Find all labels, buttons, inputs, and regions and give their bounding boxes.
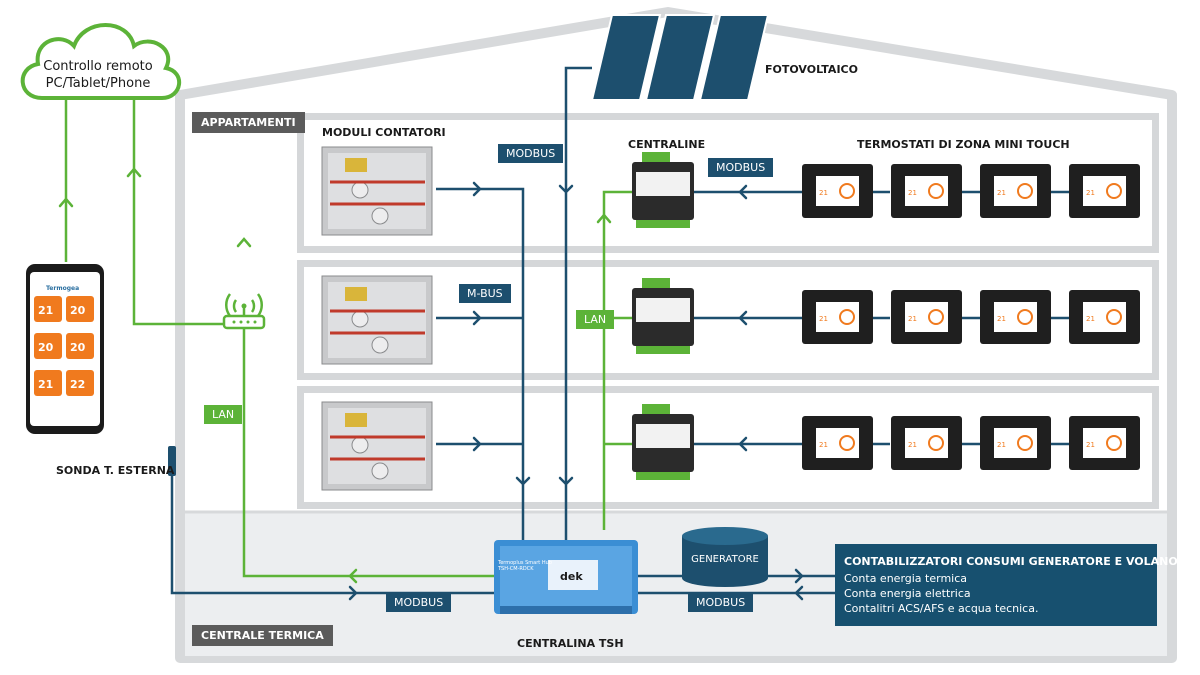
consumption-item: Conta energia elettrica: [844, 587, 971, 600]
thermostat-icon: 21: [891, 164, 962, 218]
green-arrows: [58, 167, 612, 584]
thermostat-icons: 21 21 21 21 21 21 21 21 21 21 21 21: [802, 164, 1140, 470]
controllers-label: CENTRALINE: [628, 138, 706, 151]
modbus-tag-bottom-right: MODBUS: [688, 593, 754, 612]
consumption-item: Contalitri ACS/AFS e acqua tecnica.: [844, 602, 1039, 615]
meter-modules-label: MODULI CONTATORI: [322, 126, 446, 139]
consumption-meters-title: CONTABILIZZATORI CONSUMI GENERATORE E VO…: [844, 555, 1178, 568]
controller-icon: [632, 404, 694, 480]
thermostat-display: 21: [997, 315, 1006, 323]
meter-module-icons: [321, 146, 433, 491]
phone-tile: 20: [70, 341, 86, 354]
consumption-item: Conta energia termica: [844, 572, 968, 585]
modbus-tag-top: MODBUS: [498, 144, 564, 163]
remote-control-label: Controllo remoto PC/Tablet/Phone: [30, 58, 166, 92]
thermostat-display: 21: [819, 315, 828, 323]
smartphone-icon: Termogea 21 20 20 20 21 22: [26, 264, 104, 434]
lan-tag-router: LAN: [204, 405, 243, 424]
phone-tile: 20: [38, 341, 54, 354]
solar-panels: [590, 14, 770, 101]
thermostat-display: 21: [997, 189, 1006, 197]
thermostat-icon: 21: [802, 290, 873, 344]
thermostat-display: 21: [819, 189, 828, 197]
central-hub-label: CENTRALINA TSH: [517, 637, 624, 650]
thermostat-icon: 21: [1069, 290, 1140, 344]
thermostat-display: 21: [819, 441, 828, 449]
section-apartments: APPARTAMENTI: [192, 112, 305, 133]
phone-tile: 22: [70, 378, 85, 391]
cloud-icon: [20, 23, 182, 100]
thermostat-icon: 21: [1069, 164, 1140, 218]
consumption-meters-box: CONTABILIZZATORI CONSUMI GENERATORE E VO…: [835, 544, 1178, 626]
thermostat-display: 21: [908, 315, 917, 323]
controller-icons: [632, 152, 694, 480]
phone-tile: 21: [38, 304, 53, 317]
external-probe-label: SONDA T. ESTERNA: [56, 464, 175, 477]
phone-app-name: Termogea: [46, 285, 79, 292]
phone-tile: 20: [70, 304, 86, 317]
thermostat-display: 21: [908, 189, 917, 197]
remote-control-line2: PC/Tablet/Phone: [45, 76, 151, 91]
modbus-tag-bottom-left: MODBUS: [386, 593, 452, 612]
remote-control-line1: Controllo remoto: [43, 59, 153, 74]
hub-model-line2: TSH-CM-RDCK: [498, 566, 534, 572]
hub-brand-logo: dek: [560, 570, 583, 583]
thermostat-icon: 21: [891, 290, 962, 344]
central-hub-icon: [494, 540, 638, 614]
thermostat-icon: 21: [802, 416, 873, 470]
thermostat-display: 21: [1086, 189, 1095, 197]
thermostat-display: 21: [1086, 315, 1095, 323]
generator-label: GENERATORE: [691, 554, 759, 565]
temperature-probe-icon: [168, 446, 176, 476]
blue-arrows: [348, 181, 804, 601]
section-heating-plant: CENTRALE TERMICA: [192, 625, 333, 646]
thermostat-icon: 21: [1069, 416, 1140, 470]
meter-module-icon: [321, 275, 433, 365]
mbus-tag: M-BUS: [459, 284, 511, 303]
meter-module-icon: [321, 146, 433, 236]
wifi-router-icon: [222, 293, 266, 330]
controller-icon: [632, 152, 694, 228]
hub-model-line1: Termoplus Smart Hub: [498, 560, 552, 566]
photovoltaic-label: FOTOVOLTAICO: [765, 63, 858, 76]
hub-model-text: Termoplus Smart Hub TSH-CM-RDCK: [498, 560, 552, 572]
thermostat-display: 21: [997, 441, 1006, 449]
thermostat-icon: 21: [980, 290, 1051, 344]
thermostat-icon: 21: [980, 416, 1051, 470]
controller-icon: [632, 278, 694, 354]
lan-tag-controllers: LAN: [576, 310, 615, 329]
thermostats-label: TERMOSTATI DI ZONA MINI TOUCH: [857, 138, 1070, 151]
phone-tile: 21: [38, 378, 53, 391]
thermostat-display: 21: [1086, 441, 1095, 449]
thermostat-icon: 21: [802, 164, 873, 218]
generator-tank-icon: [682, 527, 768, 587]
thermostat-icon: 21: [980, 164, 1051, 218]
thermostat-display: 21: [908, 441, 917, 449]
meter-module-icon: [321, 401, 433, 491]
modbus-tag-controllers: MODBUS: [708, 158, 774, 177]
thermostat-icon: 21: [891, 416, 962, 470]
